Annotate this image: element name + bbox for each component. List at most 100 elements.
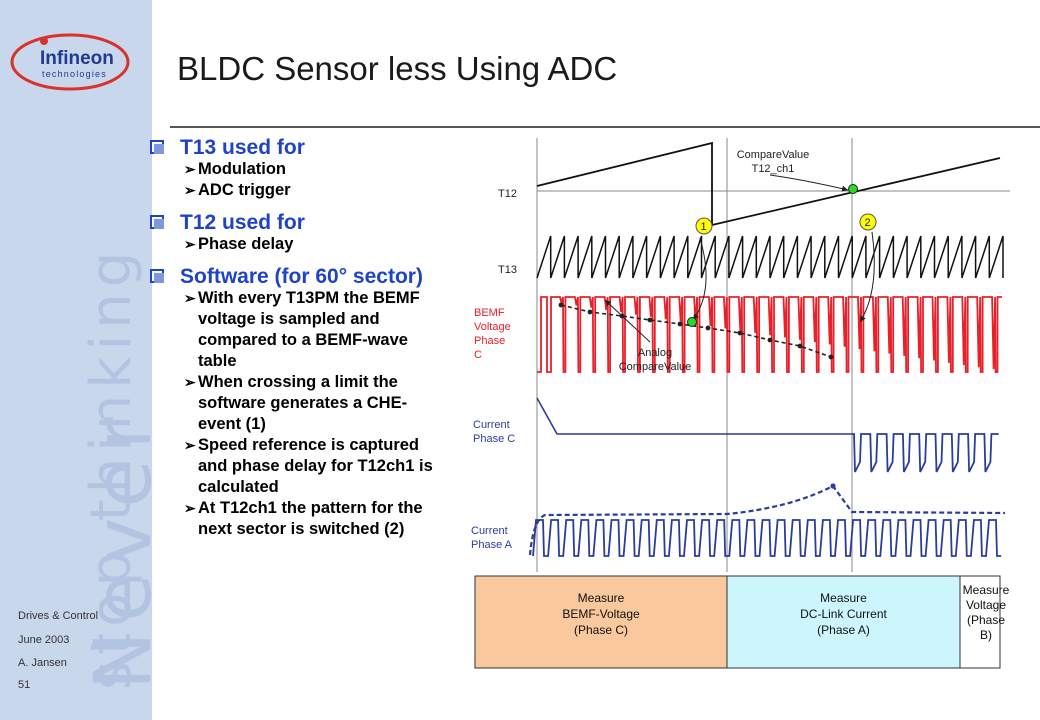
measure-box-3 [959,575,1001,669]
sub-bullet-text: Phase delay [198,235,294,253]
measure-box-2 [726,575,961,669]
arrow-marker2-to-bemf [859,231,875,323]
logo-dot [40,37,48,45]
current-phase-a-waveform [532,519,1002,557]
bemf-waveform [537,296,1002,373]
arrow-bullet-icon: ➢ [184,290,196,306]
bullet-2-text: T12 used for [180,211,305,234]
marker-1-circle [695,217,713,235]
watermark-stop-thinking: stop thinking [79,246,144,690]
compare-point-bemf [687,317,697,327]
sub-bullet-text: ADC trigger [198,181,291,199]
sub-bullet-text: With every T13PM the BEMF voltage is sam… [198,289,420,370]
bemf-sample-dot [647,317,653,323]
sub-bullet-2-1: ➢ Phase delay [150,234,450,255]
bemf-sample-dot [705,325,711,331]
marker-1-label: 1 [701,221,707,233]
sub-bullet-3-1: ➢With every T13PM the BEMF voltage is sa… [150,288,450,372]
current-phase-c-decay [536,397,852,435]
arrow-compare-to-t12 [769,174,849,192]
sub-bullet-text: When crossing a limit the software gener… [198,373,408,433]
logo-swoosh [10,33,130,91]
checkbox-bullet-icon [150,215,164,229]
bemfLabel-line-3: Phase [474,335,505,347]
curALabel-line-2: Phase A [471,539,513,551]
measure-box-1-line-1: Measure [578,591,625,605]
bemf-sample-points [558,302,834,360]
bemf-sample-dot [558,302,564,308]
bullet-2: T12 used for [150,211,450,234]
label-t13: T13 [498,264,517,276]
measure-box-2-line-3: (Phase A) [817,623,870,637]
arrow-bullet-icon: ➢ [184,236,196,252]
sub-bullet-text: At T12ch1 the pattern for the next secto… [198,499,423,538]
label-t12: T12 [498,188,517,200]
measure-box-3-line-2: Voltage [966,598,1006,612]
arrow-bullet-icon: ➢ [184,374,196,390]
measure-box-1-line-2: BEMF-Voltage [562,607,640,621]
bemfLabel-line-4: C [474,349,482,361]
bullet-3: Software (for 60° sector) [150,265,450,288]
sidebar: stop thinking Never Infineon technologie… [0,0,152,720]
measure-box-3-line-1: Measure [963,583,1010,597]
bemfLabel-line-2: Voltage [474,321,511,333]
sub-bullet-text: Speed reference is captured and phase de… [198,436,433,496]
compare-point-t12 [848,184,858,194]
measure-box-3-line-4: B) [980,628,992,642]
meta-department: Drives & Control [18,610,99,622]
bemf-sample-dot [587,309,593,315]
measure-box-1 [474,575,728,669]
measure-box-2-line-2: DC-Link Current [800,607,887,621]
bemf-sample-dot [797,343,803,349]
measure-box-1-line-3: (Phase C) [574,623,628,637]
curALabel-line-1: Current [471,525,508,537]
sub-bullet-3-2: ➢When crossing a limit the software gene… [150,372,450,435]
anaLabel-line-2: CompareValue [619,361,692,373]
bemf-sample-dot [828,354,834,360]
bemfLabel-line-1: BEMF [474,307,505,319]
arrow-bullet-icon: ➢ [184,437,196,453]
title-divider [170,126,1040,128]
sub-bullet-1-2: ➢ADC trigger [150,180,450,201]
infineon-logo: Infineon technologies [10,33,130,91]
measure-box-2-line-1: Measure [820,591,867,605]
arrow-bullet-icon: ➢ [184,182,196,198]
arrow-marker1-to-bemf [692,237,707,321]
bemf-sample-dot [677,321,683,327]
current-phase-c-waveform [852,433,999,473]
logo-wordmark: Infineon [40,48,114,69]
sub-bullet-text: Modulation [198,160,286,178]
checkbox-bullet-icon [150,269,164,283]
watermark-never: Never [79,407,152,690]
measure-box-3-line-3: (Phase [967,613,1005,627]
marker-2-circle [859,213,877,231]
meta-author: A. Jansen [18,657,67,669]
current-phase-a-average [528,484,1006,556]
logo-subtitle: technologies [42,69,107,79]
curCLabel-line-2: Phase C [473,433,515,445]
bullet-1: T13 used for [150,136,450,159]
cmpLabel-line-1: CompareValue [737,149,810,161]
never-stop-thinking-watermark: stop thinking Never [79,246,152,690]
sub-bullet-3-3: ➢Speed reference is captured and phase d… [150,435,450,498]
sub-bullet-3-4: ➢At T12ch1 the pattern for the next sect… [150,498,450,540]
meta-date: June 2003 [18,634,70,646]
meta-page-number: 51 [18,679,31,691]
cmpLabel-line-2: T12_ch1 [752,163,795,175]
anaLabel-line-1: Analog [638,347,672,359]
current-peak-point [830,483,836,489]
checkbox-bullet-icon [150,140,164,154]
bemf-sample-dot [737,330,743,336]
arrow-bullet-icon: ➢ [184,161,196,177]
t13-waveform [536,235,1004,279]
marker-2-label: 2 [865,217,871,229]
arrow-analog-to-bemf [604,299,651,343]
arrow-bullet-icon: ➢ [184,500,196,516]
